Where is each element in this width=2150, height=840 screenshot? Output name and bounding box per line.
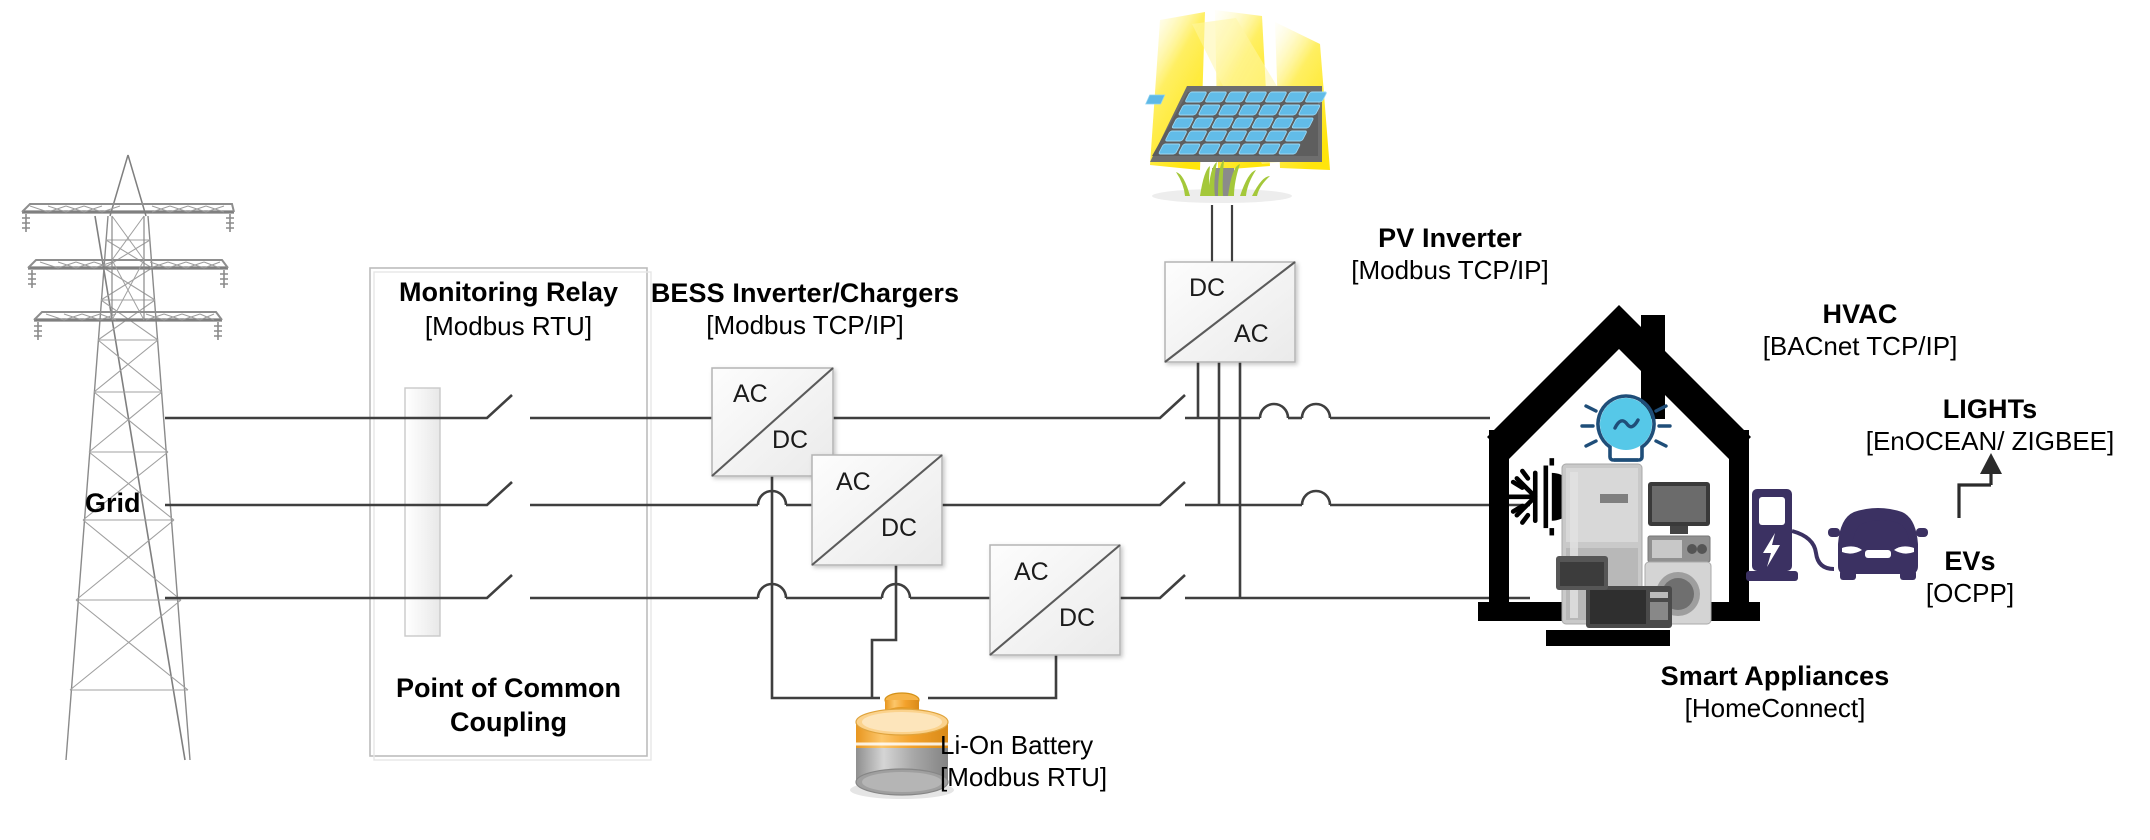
lights-protocol: [EnOCEAN/ ZIGBEE] [1865,425,2115,456]
bess-converter-3 [989,544,1121,656]
monitoring-relay-device [404,387,441,637]
lights-label: LIGHTs [EnOCEAN/ ZIGBEE] [1830,393,2150,458]
lights-title: LIGHTs [1942,394,2038,424]
hvac-protocol: [BACnet TCP/IP] [1762,330,1958,361]
bus-wiring [165,205,1530,700]
solar-panel-icon [1145,86,1327,203]
smart-appliances-protocol: [HomeConnect] [1684,692,1866,723]
bess-converter-2 [811,454,943,566]
hvac-title: HVAC [1822,299,1898,329]
evs-label: EVs [OCPP] [1880,545,2060,610]
pv-converter-ac: AC [1234,320,1269,348]
bess-converter-3-dc: DC [1059,604,1096,632]
bess-converter-1-ac: AC [733,380,768,408]
ev-charging-station-icon [1746,489,1835,581]
transmission-tower-icon [21,154,235,761]
pcc-label: Point of Common Coupling [370,672,647,740]
pv-converter [1164,261,1296,363]
bess-protocol: [Modbus TCP/IP] [706,309,904,340]
bess-converter-2-ac: AC [836,468,871,496]
smart-appliances-label: Smart Appliances [HomeConnect] [1605,660,1945,725]
evs-title: EVs [1944,546,1996,576]
electric-car-icon [1828,508,1928,580]
up-arrow-icon [1957,453,2002,518]
smart-appliances-title: Smart Appliances [1660,661,1890,691]
battery-protocol: [Modbus RTU] [940,761,1108,792]
monitoring-relay-label: Monitoring Relay [Modbus RTU] [370,276,647,342]
battery-icon [850,692,954,799]
grass-icon [1176,160,1270,196]
bess-label: BESS Inverter/Chargers [Modbus TCP/IP] [605,277,1005,342]
pv-inverter-protocol: [Modbus TCP/IP] [1351,254,1549,285]
battery-title: Li-On Battery [940,730,1094,760]
pcc-label-line1: Point of Common [396,673,621,703]
monitoring-relay-protocol: [Modbus RTU] [424,310,593,341]
bess-converter-3-ac: AC [1014,558,1049,586]
hvac-label: HVAC [BACnet TCP/IP] [1700,298,2020,363]
grid-label: Grid [85,488,141,518]
evs-protocol: [OCPP] [1925,577,2015,608]
battery-label: Li-On Battery [Modbus RTU] [940,730,1200,793]
pcc-label-line2: Coupling [450,706,567,737]
bess-title: BESS Inverter/Chargers [650,278,960,308]
monitoring-relay-title: Monitoring Relay [398,277,618,307]
pv-converter-dc: DC [1189,274,1226,302]
pv-inverter-title: PV Inverter [1378,223,1522,253]
bess-converter-1-dc: DC [772,426,809,454]
home-appliances-icon [1556,463,1712,628]
bess-converter-2-dc: DC [881,514,918,542]
pv-inverter-label: PV Inverter [Modbus TCP/IP] [1300,222,1600,287]
